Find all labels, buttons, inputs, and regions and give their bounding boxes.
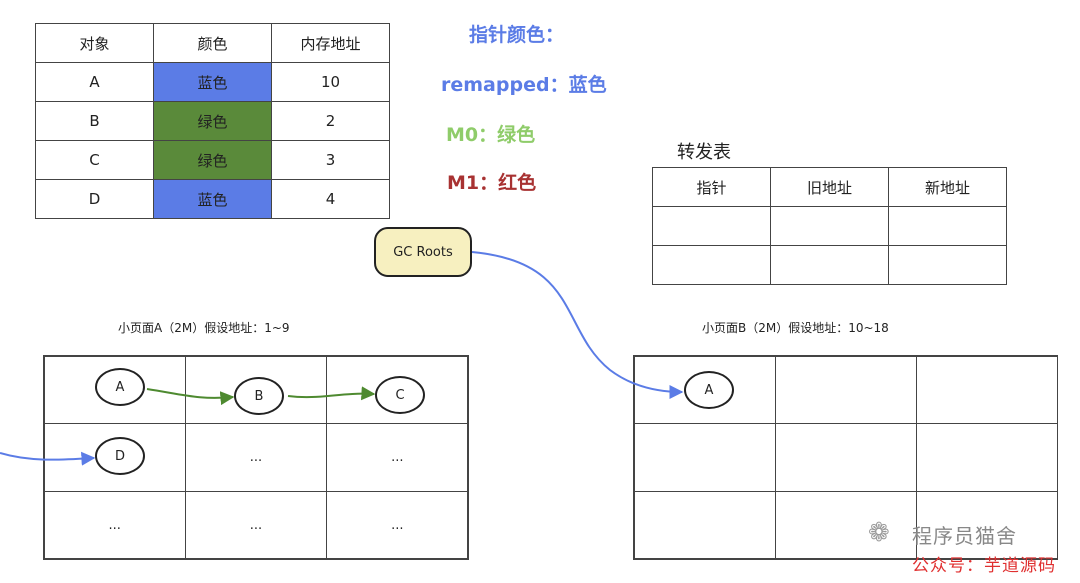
legend-title: 指针颜色： xyxy=(469,24,565,46)
gc-roots-node: GC Roots xyxy=(374,227,472,277)
table-cell xyxy=(770,206,889,246)
object-cell: A xyxy=(35,62,154,102)
grid-cell xyxy=(915,355,1058,425)
color-cell: 蓝色 xyxy=(152,62,272,102)
ellipsis-cell: ... xyxy=(326,423,469,492)
page-a-node-c: C xyxy=(375,376,425,414)
page-b-grid xyxy=(633,355,1058,560)
table-header-row: 指针 旧地址 新地址 xyxy=(652,167,1007,207)
table-cell xyxy=(652,245,771,285)
legend-m0: M0：绿色 xyxy=(446,124,536,146)
ellipsis-cell: ... xyxy=(184,423,328,492)
grid-cell xyxy=(774,423,917,492)
table-row xyxy=(652,245,1007,285)
watermark-brand: 程序员猫舍 xyxy=(912,524,1017,548)
object-cell: D xyxy=(35,179,154,219)
ellipsis-cell: ... xyxy=(43,490,186,560)
grid-cell xyxy=(633,490,776,560)
color-cell: 绿色 xyxy=(152,140,272,180)
legend-m1: M1：红色 xyxy=(447,172,537,194)
wechat-icon: ❁ xyxy=(868,518,890,548)
object-color-table: 对象 颜色 内存地址 A 蓝色 10 B 绿色 2 C 绿色 3 D 蓝色 4 xyxy=(35,23,391,219)
table-cell xyxy=(770,245,889,285)
table-cell xyxy=(888,206,1007,246)
page-a-node-a: A xyxy=(95,368,145,406)
ellipsis-cell: ... xyxy=(184,490,328,560)
table-cell xyxy=(652,206,771,246)
object-cell: B xyxy=(35,101,154,141)
address-cell: 3 xyxy=(270,140,391,180)
address-cell: 10 xyxy=(270,62,391,102)
header-address: 内存地址 xyxy=(270,23,391,63)
page-a-node-b: B xyxy=(234,377,284,415)
header-object: 对象 xyxy=(35,23,154,63)
address-cell: 2 xyxy=(270,101,391,141)
page-a-caption: 小页面A（2M）假设地址：1~9 xyxy=(118,321,290,335)
legend-remapped: remapped：蓝色 xyxy=(441,74,607,96)
header-pointer: 指针 xyxy=(652,167,771,207)
page-b-caption: 小页面B（2M）假设地址：10~18 xyxy=(702,321,889,335)
grid-cell xyxy=(774,355,917,425)
forward-table-title: 转发表 xyxy=(677,142,731,163)
grid-cell xyxy=(915,490,1058,560)
ellipsis-cell: ... xyxy=(326,490,469,560)
page-b-node-a: A xyxy=(684,371,734,409)
table-row: B 绿色 2 xyxy=(35,101,391,141)
color-cell: 蓝色 xyxy=(152,179,272,219)
forward-table: 指针 旧地址 新地址 xyxy=(652,167,1007,285)
color-cell: 绿色 xyxy=(152,101,272,141)
grid-cell xyxy=(774,490,917,560)
table-row: C 绿色 3 xyxy=(35,140,391,180)
header-old-address: 旧地址 xyxy=(770,167,889,207)
address-cell: 4 xyxy=(270,179,391,219)
table-row: D 蓝色 4 xyxy=(35,179,391,219)
header-new-address: 新地址 xyxy=(888,167,1007,207)
table-cell xyxy=(888,245,1007,285)
table-row: A 蓝色 10 xyxy=(35,62,391,102)
watermark-account: 公众号：芋道源码 xyxy=(912,556,1056,576)
header-color: 颜色 xyxy=(152,23,272,63)
page-a-node-d: D xyxy=(95,437,145,475)
grid-cell xyxy=(633,423,776,492)
page-a-grid: ... ... ... ... ... xyxy=(43,355,469,560)
table-header-row: 对象 颜色 内存地址 xyxy=(35,23,391,63)
table-row xyxy=(652,206,1007,246)
object-cell: C xyxy=(35,140,154,180)
grid-cell xyxy=(915,423,1058,492)
